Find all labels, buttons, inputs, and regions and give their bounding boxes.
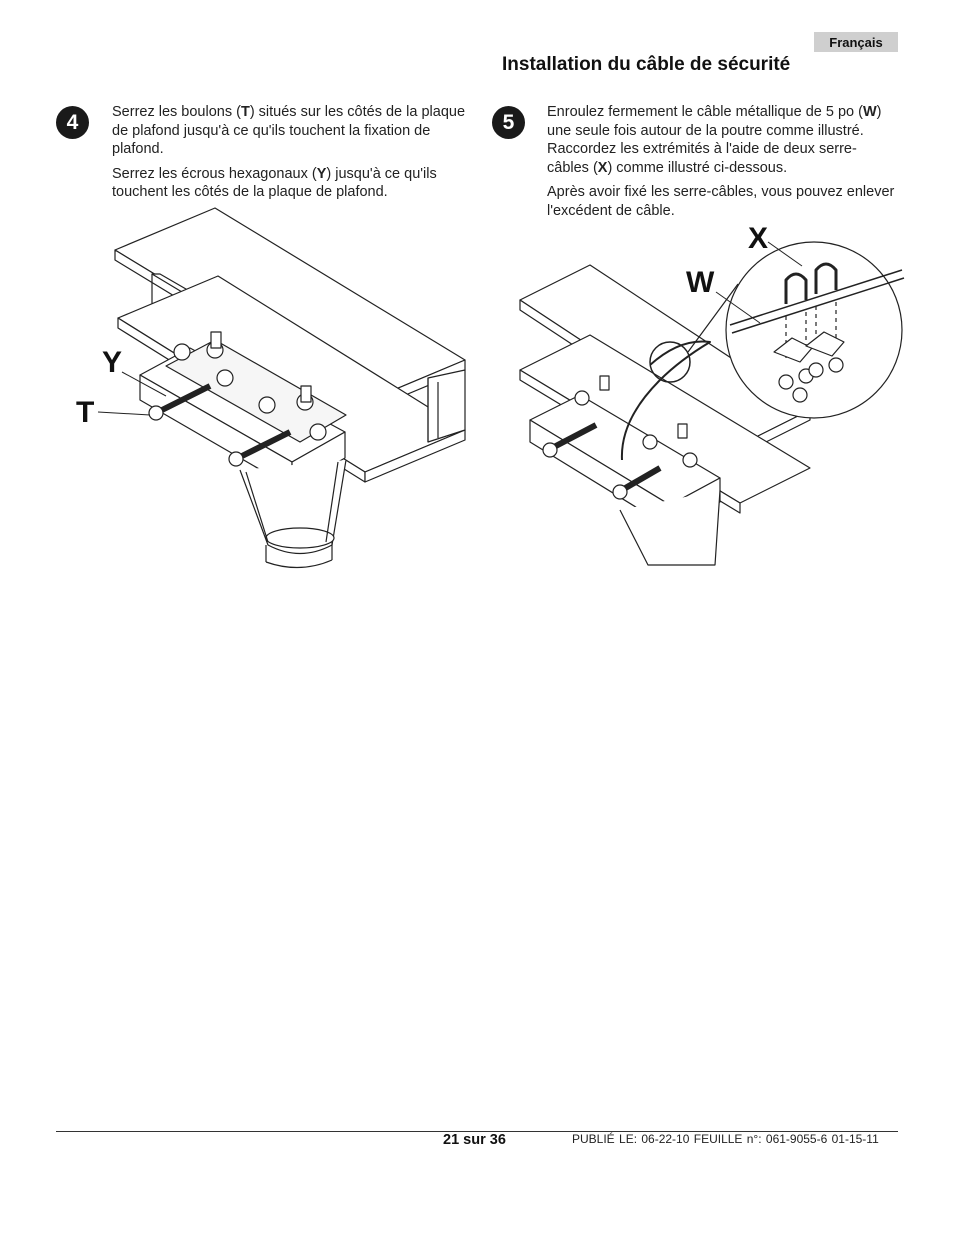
step-4-number: 4	[56, 106, 89, 139]
step-4-paragraph-1: Serrez les boulons (T) situés sur les cô…	[112, 104, 466, 158]
step-5-paragraph-1: Enroulez fermement le câble métallique d…	[547, 104, 882, 176]
publication-info: PUBLIÉ LE: 06-22-10 FEUILLE n°: 061-9055…	[572, 1132, 879, 1146]
step-4-text: Serrez les boulons (T) situés sur les cô…	[112, 103, 472, 208]
step-4-paragraph-2: Serrez les écrous hexagonaux (Y) jusqu'à…	[112, 165, 437, 201]
label-y: Y	[102, 346, 122, 379]
step-4-illustration: Y T	[76, 207, 466, 569]
step-5-number: 5	[492, 106, 525, 139]
section-title: Installation du câble de sécurité	[502, 54, 791, 75]
step-5-illustration: X W	[519, 222, 905, 566]
page-number: 21 sur 36	[443, 1132, 506, 1148]
step-5-paragraph-2: Après avoir fixé les serre-câbles, vous …	[547, 184, 895, 219]
step-5-text: Enroulez fermement le câble métallique d…	[547, 103, 897, 227]
label-t: T	[76, 396, 94, 429]
label-x: X	[748, 222, 768, 255]
footer-rule	[56, 1131, 898, 1132]
label-w: W	[686, 266, 715, 299]
language-badge: Français	[814, 32, 898, 52]
